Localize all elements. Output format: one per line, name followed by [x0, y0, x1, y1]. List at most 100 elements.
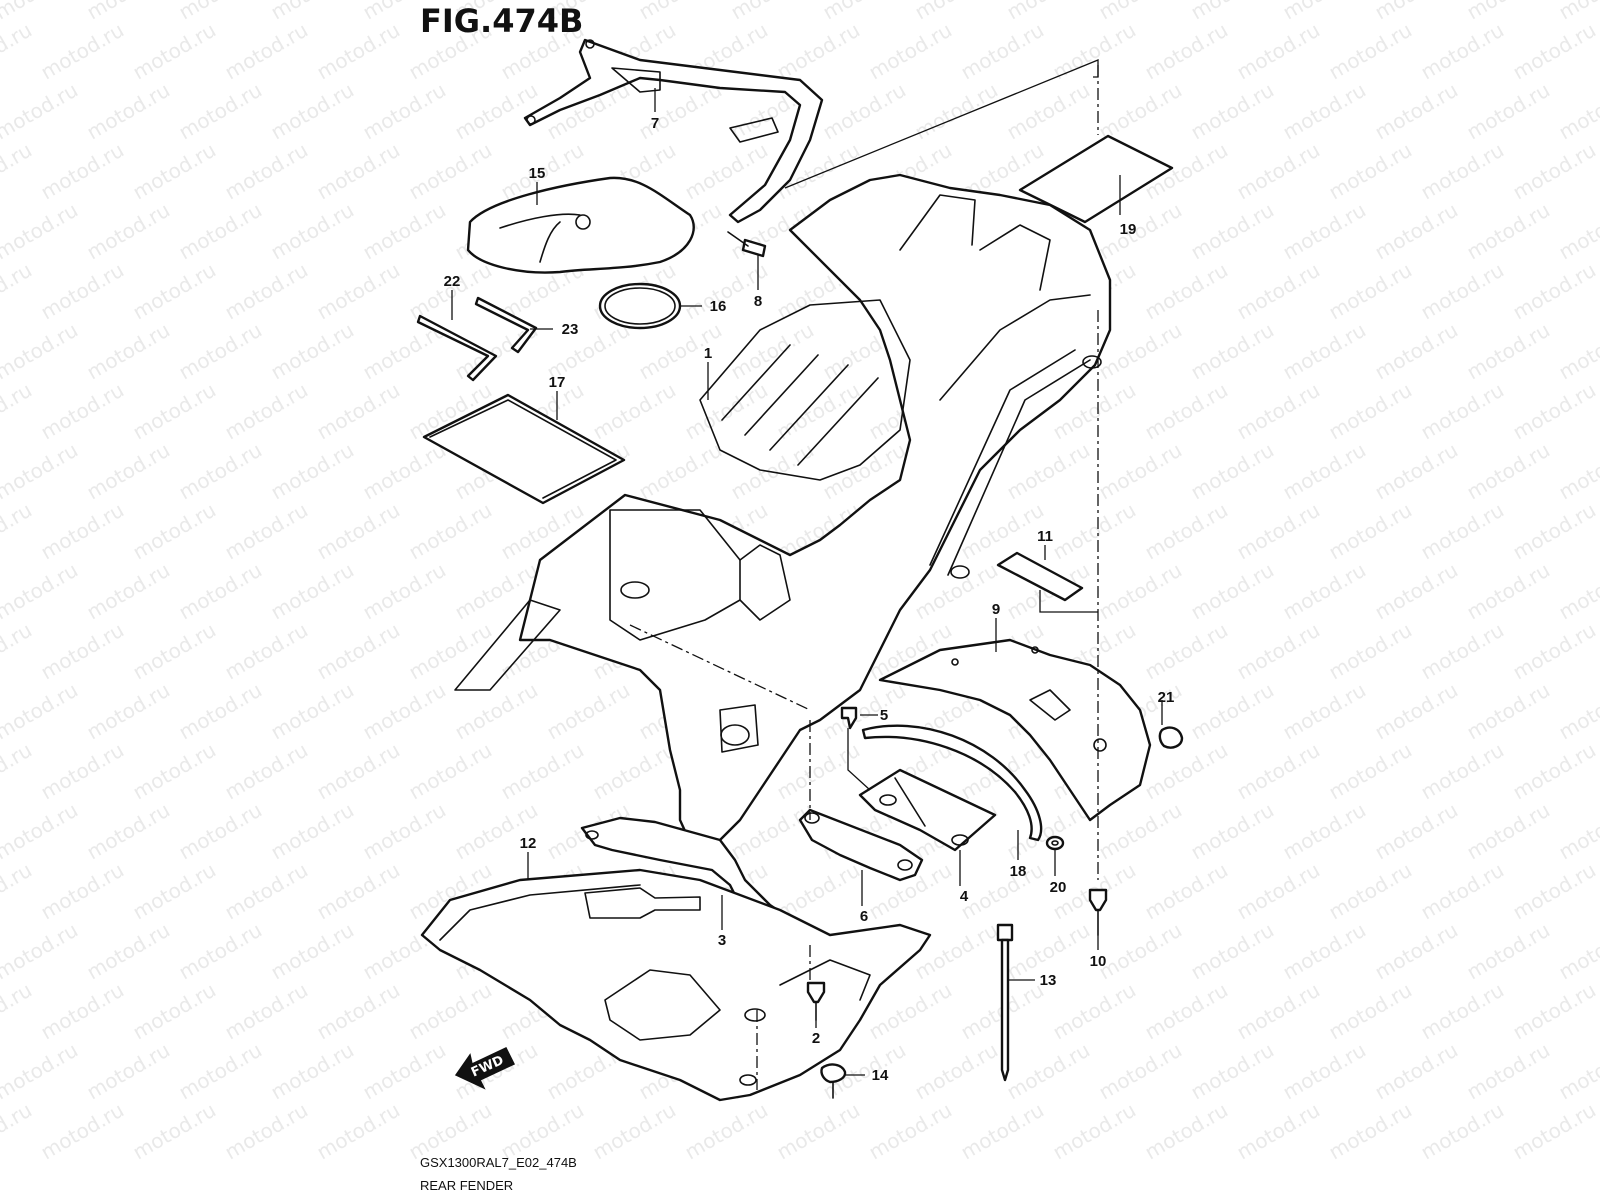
watermark-text: motod.ru: [1187, 438, 1278, 505]
part-16-ring[interactable]: [598, 282, 682, 330]
watermark-text: motod.ru: [405, 618, 496, 685]
watermark-text: motod.ru: [313, 618, 404, 685]
watermark-text: motod.ru: [1417, 858, 1508, 925]
callout-11: 11: [1037, 528, 1053, 545]
watermark-text: motod.ru: [313, 1098, 404, 1165]
watermark-text: motod.ru: [221, 138, 312, 205]
watermark-text: motod.ru: [681, 1098, 772, 1165]
part-18-band[interactable]: [861, 724, 1043, 842]
watermark-text: motod.ru: [1049, 498, 1140, 565]
part-1-rear-fender[interactable]: [454, 173, 1112, 844]
watermark-text: motod.ru: [1417, 18, 1508, 85]
watermark-text: motod.ru: [313, 378, 404, 445]
watermark-text: motod.ru: [1279, 0, 1370, 24]
watermark-text: motod.ru: [221, 18, 312, 85]
watermark-text: motod.ru: [819, 78, 910, 145]
part-15-cover[interactable]: [466, 176, 695, 274]
callout-1: 1: [704, 345, 712, 362]
watermark-text: motod.ru: [129, 978, 220, 1045]
watermark-text: motod.ru: [0, 138, 36, 205]
watermark-text: motod.ru: [1555, 678, 1600, 745]
callout-12: 12: [520, 835, 537, 852]
figure-title: FIG.474B: [420, 2, 583, 40]
callout-6: 6: [860, 908, 868, 925]
watermark-text: motod.ru: [267, 78, 358, 145]
callout-labels: 1 2 3 4 5 6 7 8 9 10 11 12 13 14 15 16 1…: [444, 115, 1175, 1084]
part-13-cable-tie[interactable]: [996, 923, 1014, 1082]
watermark-text: motod.ru: [1417, 498, 1508, 565]
watermark-text: motod.ru: [1279, 198, 1370, 265]
watermark-text: motod.ru: [267, 438, 358, 505]
part-17-sheet[interactable]: [422, 393, 626, 505]
callout-4: 4: [960, 888, 969, 905]
watermark-text: motod.ru: [129, 138, 220, 205]
watermark-text: motod.ru: [1371, 0, 1462, 24]
watermark-text: motod.ru: [911, 0, 1002, 24]
part-2-bolt[interactable]: [806, 981, 826, 1021]
watermark-text: motod.ru: [635, 0, 726, 24]
part-20-washer[interactable]: [1045, 835, 1065, 851]
part-14-clip[interactable]: [820, 1063, 847, 1099]
callout-2: 2: [812, 1030, 820, 1047]
part-5-clip[interactable]: [840, 706, 858, 730]
watermark-text: motod.ru: [129, 258, 220, 325]
watermark-text: motod.ru: [1509, 738, 1600, 805]
watermark-text: motod.ru: [635, 438, 726, 505]
watermark-text: motod.ru: [37, 618, 128, 685]
watermark-text: motod.ru: [1371, 1038, 1462, 1105]
watermark-text: motod.ru: [129, 378, 220, 445]
watermark-text: motod.ru: [1371, 678, 1462, 745]
watermark-text: motod.ru: [1371, 198, 1462, 265]
part-11-pad[interactable]: [996, 551, 1084, 602]
watermark-text: motod.ru: [175, 78, 266, 145]
watermark-text: motod.ru: [1141, 618, 1232, 685]
watermark-text: motod.ru: [911, 918, 1002, 985]
watermark-text: motod.ru: [1187, 558, 1278, 625]
part-22-hex-wrench[interactable]: [416, 314, 498, 382]
watermark-text: motod.ru: [1509, 258, 1600, 325]
watermark-text: motod.ru: [1233, 1098, 1324, 1165]
part-19-plate[interactable]: [1018, 134, 1174, 224]
part-10-bolt[interactable]: [1088, 888, 1108, 936]
part-7-grab-rail[interactable]: [523, 38, 824, 224]
watermark-text: motod.ru: [1509, 138, 1600, 205]
watermark-text: motod.ru: [1233, 18, 1324, 85]
callout-17: 17: [549, 374, 566, 391]
callout-8: 8: [754, 293, 762, 310]
watermark-text: motod.ru: [221, 258, 312, 325]
part-23-hex-wrench[interactable]: [474, 296, 538, 354]
watermark-text: motod.ru: [359, 678, 450, 745]
part-8-bolt[interactable]: [727, 231, 767, 258]
watermark-text: motod.ru: [1509, 18, 1600, 85]
watermark-text: motod.ru: [37, 138, 128, 205]
watermark-text: motod.ru: [1095, 438, 1186, 505]
watermark-text: motod.ru: [865, 18, 956, 85]
callout-20: 20: [1050, 879, 1067, 896]
watermark-text: motod.ru: [37, 258, 128, 325]
watermark-text: motod.ru: [1555, 78, 1600, 145]
watermark-text: motod.ru: [0, 78, 82, 145]
watermark-text: motod.ru: [175, 918, 266, 985]
watermark-text: motod.ru: [1325, 498, 1416, 565]
watermark-text: motod.ru: [129, 18, 220, 85]
watermark-text: motod.ru: [221, 738, 312, 805]
watermark-text: motod.ru: [1555, 438, 1600, 505]
watermark-text: motod.ru: [1095, 0, 1186, 24]
watermark-text: motod.ru: [1187, 0, 1278, 24]
watermark-text: motod.ru: [0, 378, 36, 445]
watermark-text: motod.ru: [589, 378, 680, 445]
watermark-text: motod.ru: [1463, 918, 1554, 985]
watermark-text: motod.ru: [0, 618, 36, 685]
watermark-text: motod.ru: [37, 738, 128, 805]
part-21-nut[interactable]: [1158, 726, 1184, 749]
part-6-bracket[interactable]: [798, 808, 924, 882]
watermark-text: motod.ru: [359, 1038, 450, 1105]
callout-3: 3: [718, 932, 726, 949]
part-12-tray[interactable]: [420, 868, 932, 1102]
watermark-text: motod.ru: [1325, 738, 1416, 805]
part-9-bracket[interactable]: [878, 638, 1152, 822]
watermark-text: motod.ru: [0, 498, 36, 565]
part-4-plate[interactable]: [858, 768, 997, 852]
model-code: GSX1300RAL7_E02_474B: [420, 1155, 577, 1170]
watermark-text: motod.ru: [175, 678, 266, 745]
